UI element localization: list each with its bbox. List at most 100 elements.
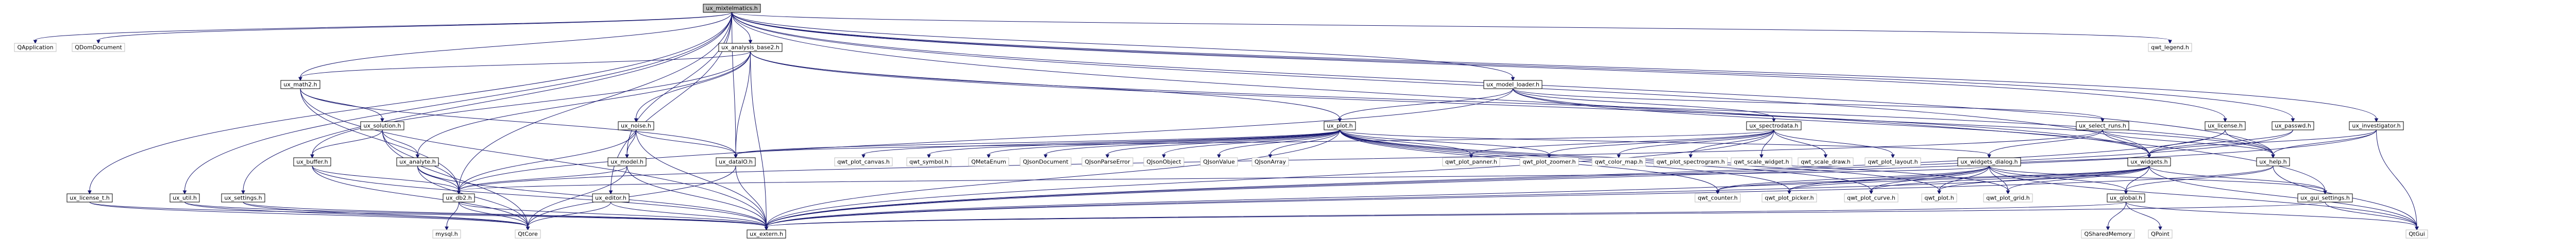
node-label: ux_analysis_base2.h	[721, 44, 779, 51]
edge-ux_license_t-to-ux_extern	[89, 202, 769, 231]
node-QApplication: QApplication	[14, 43, 57, 52]
node-label: QJsonDocument	[1023, 159, 1069, 165]
node-label: ux_select_runs.h	[2079, 123, 2126, 129]
node-ux-widgets[interactable]: ux_widgets.h	[2127, 157, 2171, 166]
node-ux-math2[interactable]: ux_math2.h	[280, 80, 320, 89]
edge-ux_plot-to-ux_widgets_dialog	[1340, 129, 1991, 159]
edge-ux_plot-to-QJsonParseError	[1105, 129, 1340, 159]
edge-root-to-QApplication	[33, 12, 732, 44]
node-ux-dataIO[interactable]: ux_dataIO.h	[716, 157, 756, 166]
node-qwt-scale-draw: qwt_scale_draw.h	[1798, 157, 1854, 166]
node-label: ux_extern.h	[750, 231, 783, 238]
node-label: ux_math2.h	[283, 81, 317, 88]
node-label: ux_solution.h	[363, 123, 401, 129]
node-ux-widgets-dialog[interactable]: ux_widgets_dialog.h	[1957, 157, 2021, 166]
node-ux-legend: qwt_legend.h	[2148, 43, 2192, 52]
node-ux-extern[interactable]: ux_extern.h	[747, 229, 786, 239]
node-label: qwt_plot_layout.h	[1868, 159, 1918, 165]
node-ux-model-loader[interactable]: ux_model_loader.h	[1483, 80, 1543, 89]
node-ux-noise[interactable]: ux_noise.h	[618, 121, 654, 130]
node-label: ux_buffer.h	[296, 159, 328, 165]
node-ux-util[interactable]: ux_util.h	[170, 193, 200, 203]
edge-ux_widgets-to-QtGui	[2149, 165, 2419, 231]
node-ux-help[interactable]: ux_help.h	[2256, 157, 2290, 166]
node-ux-editor[interactable]: ux_editor.h	[592, 193, 630, 203]
node-QPoint: QPoint	[2148, 229, 2173, 239]
edge-ux_analysis_base2-to-ux_noise	[634, 51, 751, 123]
edge-root-to-ux_model_loader	[732, 12, 1515, 81]
node-ux-analysis-base2[interactable]: ux_analysis_base2.h	[718, 43, 783, 52]
node-ux-buffer[interactable]: ux_buffer.h	[293, 157, 331, 166]
node-QJsonArray: QJsonArray	[1251, 157, 1289, 166]
node-ux-solution[interactable]: ux_solution.h	[360, 121, 404, 130]
edge-ux_settings-to-QtCore	[243, 202, 530, 231]
edge-ux_model_loader-to-ux_widgets	[1513, 88, 2151, 159]
node-ux-license-t[interactable]: ux_license_t.h	[66, 193, 113, 203]
edge-ux_analysis_base2-to-ux_buffer	[310, 51, 751, 159]
node-label: qwt_plot_spectrogram.h	[1656, 159, 1725, 165]
edge-ux_solution-to-ux_analyte	[382, 129, 420, 159]
node-label: qwt_plot_zoomer.h	[1522, 159, 1575, 165]
node-label: ux_analyte.h	[399, 159, 436, 165]
node-ux-analyte[interactable]: ux_analyte.h	[396, 157, 439, 166]
node-label: QPoint	[2151, 231, 2170, 238]
edge-ux_investigator-to-ux_widgets	[2147, 129, 2377, 159]
node-qwt-symbol: qwt_symbol.h	[906, 157, 952, 166]
edge-ux_spectrodata-to-qwt_color_map	[1617, 129, 1774, 159]
node-qwt-color-map: qwt_color_map.h	[1591, 157, 1646, 166]
edge-ux_global-to-ux_extern	[764, 202, 2126, 231]
node-ux-plot[interactable]: ux_plot.h	[1324, 121, 1356, 130]
edge-ux_analyte-to-ux_db2	[417, 165, 461, 195]
node-qwt-plot-zoomer: qwt_plot_zoomer.h	[1519, 157, 1579, 166]
node-ux-passwd[interactable]: ux_passwd.h	[2272, 121, 2314, 130]
edge-ux_editor-to-QtCore	[526, 202, 611, 231]
node-qwt-plot: qwt_plot.h	[1921, 193, 1957, 203]
node-ux-settings[interactable]: ux_settings.h	[221, 193, 265, 203]
node-label: qwt_plot_curve.h	[1847, 195, 1895, 202]
edge-root-to-ux_widgets	[732, 12, 2151, 159]
node-label: qwt_color_map.h	[1595, 159, 1642, 165]
node-ux-gui-settings[interactable]: ux_gui_settings.h	[2297, 193, 2353, 203]
node-ux-license[interactable]: ux_license.h	[2205, 121, 2246, 130]
node-qwt-plot-panner: qwt_plot_panner.h	[1442, 157, 1500, 166]
edge-ux_license_t-to-QtCore	[89, 202, 530, 231]
node-QJsonValue: QJsonValue	[1200, 157, 1238, 166]
node-label: QJsonObject	[1146, 159, 1181, 165]
node-qwt-plot-canvas: qwt_plot_canvas.h	[834, 157, 893, 166]
edge-ux_gui_settings-to-ux_extern	[764, 202, 2326, 231]
edge-ux_spectrodata-to-qwt_plot_zoomer	[1547, 129, 1774, 159]
edge-root-to-ux_license	[732, 12, 2227, 123]
edge-ux_select_runs-to-ux_widgets_dialog	[1987, 129, 2103, 159]
edge-ux_widgets-to-qwt_plot_grid	[2006, 165, 2149, 195]
node-qwt-scale-widget: qwt_scale_widget.h	[1731, 157, 1792, 166]
edge-ux_gui_settings-to-QtGui	[2325, 202, 2419, 231]
node-QMetaEnum: QMetaEnum	[968, 157, 1009, 166]
node-label: ux_help.h	[2259, 159, 2286, 165]
node-ux-investigator[interactable]: ux_investigator.h	[2349, 121, 2404, 130]
node-label: ux_model_loader.h	[1486, 81, 1539, 88]
node-root[interactable]: ux_mixtelmatics.h	[703, 4, 761, 13]
node-ux-spectrodata[interactable]: ux_spectrodata.h	[1746, 121, 1802, 130]
edge-ux_plot-to-QMetaEnum	[987, 129, 1340, 159]
edge-ux_investigator-to-QtGui	[2376, 129, 2419, 231]
edge-ux_widgets-to-ux_gui_settings	[2149, 165, 2327, 195]
node-label: qwt_scale_widget.h	[1734, 159, 1789, 165]
node-QSharedMemory: QSharedMemory	[2081, 229, 2135, 239]
node-label: ux_license.h	[2208, 123, 2243, 129]
node-ux-global[interactable]: ux_global.h	[2107, 193, 2145, 203]
node-label: mysql.h	[435, 231, 457, 238]
node-label: qwt_plot_picker.h	[1765, 195, 1814, 202]
node-label: qwt_plot_canvas.h	[837, 159, 890, 165]
edge-ux_global-to-QSharedMemory	[2106, 202, 2126, 231]
node-QtCore: QtCore	[515, 229, 541, 239]
edge-ux_db2-to-mysql	[445, 202, 459, 231]
node-ux-model[interactable]: ux_model.h	[607, 157, 647, 166]
node-label: qwt_legend.h	[2151, 44, 2189, 51]
edge-ux_model_loader-to-ux_plot	[1337, 88, 1513, 123]
node-label: ux_widgets.h	[2130, 159, 2167, 165]
node-ux-select-runs[interactable]: ux_select_runs.h	[2076, 121, 2129, 130]
node-ux-db2[interactable]: ux_db2.h	[443, 193, 475, 203]
node-label: QSharedMemory	[2084, 231, 2132, 238]
edge-ux_solution-to-ux_buffer	[310, 129, 383, 159]
